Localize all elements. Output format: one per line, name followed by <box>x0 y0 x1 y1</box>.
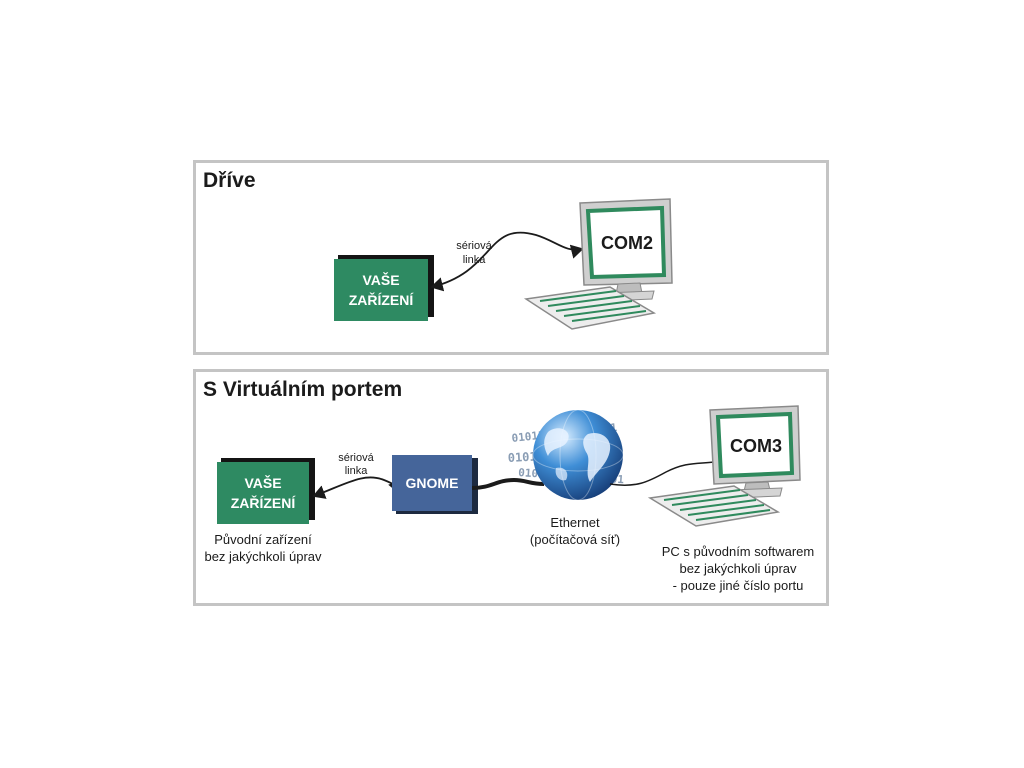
serial-link-arrow <box>312 476 402 499</box>
pc-cable <box>609 461 715 486</box>
panel-title-after: S Virtuálním portem <box>203 378 403 401</box>
panel-title-before: Dříve <box>203 169 256 192</box>
screen-label: COM3 <box>730 436 782 456</box>
device-caption-line2: bez jakýchkoli úprav <box>204 549 322 564</box>
screen-label: COM2 <box>601 233 653 253</box>
link-label-line1: sériová <box>456 240 492 252</box>
gnome-box: GNOME <box>392 455 478 514</box>
device-box: VAŠE ZAŘÍZENÍ <box>334 255 434 321</box>
device-label-line1: VAŠE <box>362 271 399 288</box>
serial-link-arrow <box>430 231 584 292</box>
device-box: VAŠE ZAŘÍZENÍ <box>217 458 315 524</box>
device-label-line2: ZAŘÍZENÍ <box>231 494 297 511</box>
pc-caption-line1: PC s původním softwarem <box>662 544 814 559</box>
globe-icon <box>532 409 624 501</box>
keyboard-icon <box>523 286 657 330</box>
pc-caption-line2: bez jakýchkoli úprav <box>679 561 797 576</box>
keyboard-icon <box>647 485 781 527</box>
link-label-line1: sériová <box>338 452 374 464</box>
computer-icon: COM3 <box>709 405 801 499</box>
computer-icon: COM2 <box>579 198 673 302</box>
link-label-line2: linka <box>463 254 487 266</box>
before-diagram: VAŠE ZAŘÍZENÍ sériová linka COM2 <box>334 198 673 330</box>
panel-before: VAŠE ZAŘÍZENÍ sériová linka COM2 Dříve <box>193 160 829 355</box>
panel-after: VAŠE ZAŘÍZENÍ Původní zařízení bez jakýc… <box>193 369 829 606</box>
device-label-line1: VAŠE <box>244 474 281 491</box>
pc-caption-line3: - pouze jiné číslo portu <box>673 578 804 593</box>
ethernet-cable <box>471 477 545 490</box>
after-diagram: VAŠE ZAŘÍZENÍ Původní zařízení bez jakýc… <box>204 405 814 593</box>
device-caption-line1: Původní zařízení <box>214 532 312 547</box>
gnome-label: GNOME <box>406 475 459 491</box>
network-caption-line1: Ethernet <box>550 515 600 530</box>
device-label-line2: ZAŘÍZENÍ <box>349 291 415 308</box>
link-label-line2: linka <box>345 465 369 477</box>
network-caption-line2: (počítačová síť) <box>530 532 620 547</box>
